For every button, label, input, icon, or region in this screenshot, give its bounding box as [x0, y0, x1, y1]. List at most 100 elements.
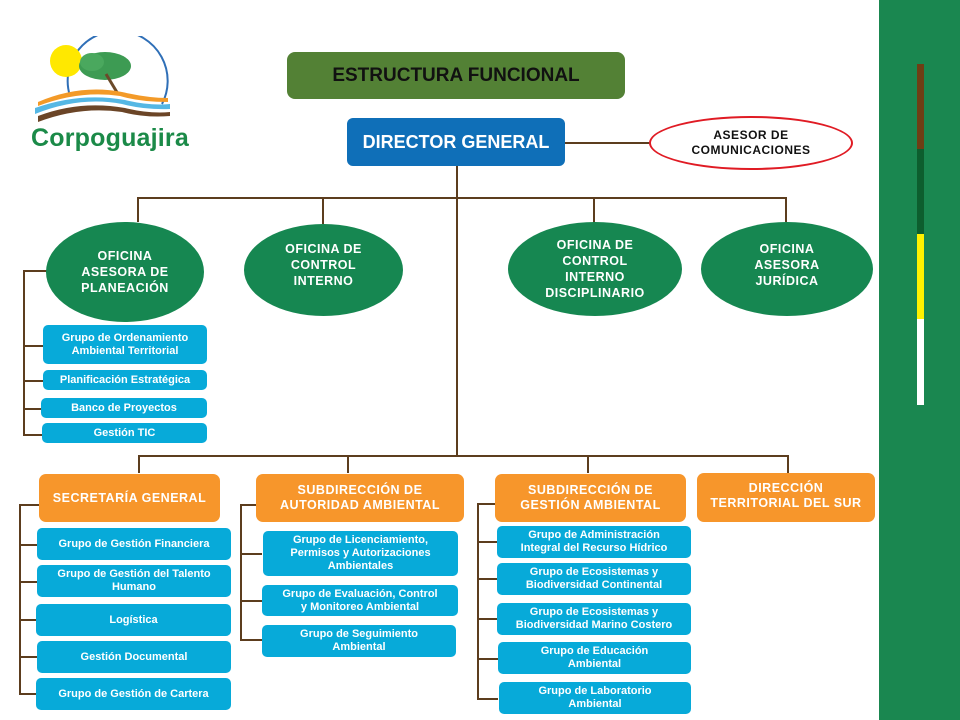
- connector-branch: [19, 656, 37, 658]
- connector-office-1: [137, 197, 139, 222]
- group-label-line: Grupo de Seguimiento: [300, 628, 418, 640]
- office-label-line: INTERNO: [565, 270, 625, 284]
- division-label-line: AUTORIDAD AMBIENTAL: [280, 498, 440, 512]
- connector-branch: [240, 639, 262, 641]
- group-label-line: Grupo de Licenciamiento,: [292, 534, 429, 546]
- group-label-line: Grupo de Administración: [528, 529, 660, 541]
- office-label-line: CONTROL: [562, 254, 628, 268]
- group-label-line: Grupo de Gestión del Talento: [57, 568, 211, 580]
- connector-office-3: [593, 197, 595, 224]
- director-general-box[interactable]: DIRECTOR GENERAL: [347, 118, 565, 166]
- group-label-line: Grupo de Ecosistemas y: [529, 566, 659, 578]
- division-secretaria-general[interactable]: SECRETARÍA GENERAL: [39, 474, 220, 522]
- group-gestion-financiera[interactable]: Grupo de Gestión Financiera: [37, 528, 231, 560]
- connector-divisions-bus: [138, 455, 789, 457]
- group-label-line: Grupo de Ordenamiento: [61, 331, 189, 344]
- connector-director-advisor: [565, 142, 650, 144]
- office-planeacion[interactable]: OFICINA ASESORA DE PLANEACIÓN: [46, 222, 204, 322]
- connector-branch: [477, 698, 498, 700]
- group-label-line: y Monitoreo Ambiental: [300, 600, 420, 613]
- office-label-line: OFICINA DE: [285, 242, 362, 256]
- flag-stripe-brown: [917, 64, 924, 149]
- connector-branch: [23, 434, 43, 436]
- connector-division-4: [787, 455, 789, 473]
- connector-branch: [477, 578, 498, 580]
- group-gestion-documental[interactable]: Gestión Documental: [37, 641, 231, 673]
- office-label-line: PLANEACIÓN: [81, 281, 169, 295]
- group-label-line: Ambiental: [332, 641, 386, 653]
- division-label-line: DIRECCIÓN: [748, 480, 824, 495]
- office-label-line: CONTROL: [290, 258, 357, 272]
- page-title: ESTRUCTURA FUNCIONAL: [287, 52, 625, 99]
- connector-division-3: [587, 455, 589, 473]
- connector-branch: [23, 380, 43, 382]
- group-label-line: Ambiental Territorial: [71, 344, 179, 357]
- group-label-line: Planificación Estratégica: [59, 373, 191, 386]
- connector-branch: [19, 504, 39, 506]
- advisor-label-line: COMUNICACIONES: [691, 143, 811, 157]
- group-label-line: Grupo de Ecosistemas y: [529, 606, 659, 618]
- advisor-label-line: ASESOR DE: [713, 128, 789, 142]
- group-label-line: Banco de Proyectos: [71, 401, 177, 414]
- connector-office-2: [322, 197, 324, 224]
- office-label-line: OFICINA: [759, 242, 815, 256]
- group-label-line: Grupo de Gestión de Cartera: [58, 687, 209, 700]
- connector-branch: [19, 544, 37, 546]
- connector-planeacion-spine: [23, 270, 25, 436]
- group-logistica[interactable]: Logística: [36, 604, 231, 636]
- group-gestion-tic[interactable]: Gestión TIC: [42, 423, 207, 443]
- office-label-line: ASESORA: [754, 258, 820, 272]
- logo-wordmark: Corpoguajira: [31, 124, 189, 152]
- division-label-line: TERRITORIAL DEL SUR: [710, 495, 862, 510]
- connector-planeacion-top: [23, 270, 48, 272]
- division-label-line: SUBDIRECCIÓN DE: [297, 483, 423, 497]
- division-label-line: GESTIÓN AMBIENTAL: [520, 498, 661, 512]
- group-label-line: Logística: [109, 613, 158, 626]
- connector-branch: [477, 503, 495, 505]
- group-licenciamiento[interactable]: Grupo de Licenciamiento,Permisos y Autor…: [263, 531, 458, 576]
- group-label-line: Gestión Documental: [80, 650, 188, 663]
- page-title-text: ESTRUCTURA FUNCIONAL: [332, 64, 580, 86]
- corpoguajira-logo: [30, 29, 175, 126]
- connector-branch: [19, 693, 37, 695]
- division-label-line: SUBDIRECCIÓN DE: [528, 483, 653, 497]
- connector-division-2: [347, 455, 349, 473]
- connector-branch: [23, 408, 43, 410]
- logo-emblem-icon: [35, 29, 170, 122]
- connector-offices-bus: [137, 197, 787, 199]
- group-gestion-cartera[interactable]: Grupo de Gestión de Cartera: [36, 678, 231, 710]
- connector-branch: [240, 553, 262, 555]
- group-label-line: Gestión TIC: [93, 426, 156, 439]
- connector-gestion-spine: [477, 503, 479, 700]
- flag-stripe-green: [917, 149, 924, 234]
- group-label-line: Humano: [111, 581, 156, 593]
- connector-branch: [240, 600, 262, 602]
- group-label-line: Grupo de Educación: [540, 645, 649, 657]
- group-banco-proyectos[interactable]: Banco de Proyectos: [41, 398, 207, 418]
- group-label-line: Grupo de Laboratorio: [538, 685, 652, 697]
- division-label-line: SECRETARÍA GENERAL: [52, 490, 207, 505]
- office-label-line: ASESORA DE: [81, 265, 169, 279]
- group-planificacion-estrategica[interactable]: Planificación Estratégica: [43, 370, 207, 390]
- group-label-line: Permisos y Autorizaciones: [290, 547, 431, 559]
- office-label-line: DISCIPLINARIO: [545, 286, 645, 300]
- connector-director-trunk: [456, 166, 458, 456]
- office-label-line: OFICINA: [97, 249, 153, 263]
- group-label-line: Grupo de Evaluación, Control: [282, 587, 438, 600]
